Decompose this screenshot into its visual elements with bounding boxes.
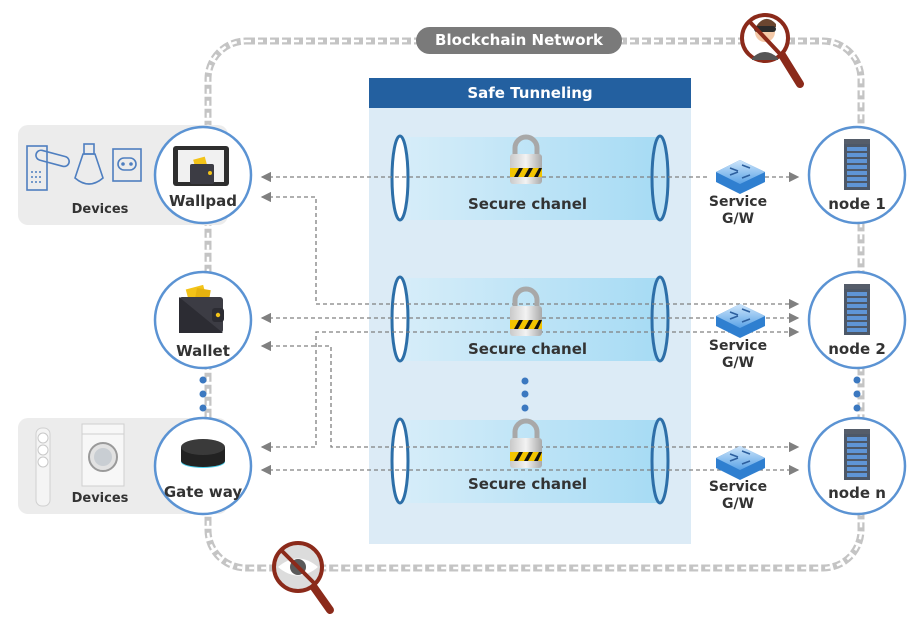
node-n-label: node n xyxy=(828,484,886,502)
service-gw-line1: Service xyxy=(708,194,768,210)
server-rack-icon xyxy=(844,284,870,335)
no-eavesdrop-icon xyxy=(272,541,334,614)
devices-label: Devices xyxy=(71,491,129,506)
smart-bulb-icon xyxy=(74,143,104,185)
node-2-label: node 2 xyxy=(828,340,886,358)
server-rack-icon xyxy=(844,139,870,190)
node-1-label: node 1 xyxy=(828,195,886,213)
safe-tunneling-header: Safe Tunneling xyxy=(369,78,691,108)
service-gw-label: Service G/W xyxy=(698,479,778,513)
no-hacker-icon xyxy=(740,13,804,88)
door-lock-icon xyxy=(26,145,70,191)
network-switch-icon xyxy=(716,304,765,338)
service-gw-label: Service G/W xyxy=(698,194,778,228)
gateway-label: Gate way xyxy=(163,483,243,501)
service-gw-label: Service G/W xyxy=(698,338,778,372)
network-switch-icon xyxy=(716,160,765,194)
service-gw-line1: Service xyxy=(708,338,768,354)
service-gw-line2: G/W xyxy=(721,211,755,227)
wallpad-label: Wallpad xyxy=(168,192,237,210)
more-clients-dots xyxy=(199,376,207,412)
network-switch-icon xyxy=(716,446,765,480)
blockchain-network-title: Blockchain Network xyxy=(416,27,622,54)
air-purifier-icon xyxy=(35,427,51,507)
service-gw-line1: Service xyxy=(708,479,768,495)
tablet-wallet-icon xyxy=(173,146,229,186)
secure-channel-label: Secure chanel xyxy=(467,475,588,493)
wallet-label: Wallet xyxy=(176,342,230,360)
lock-icon xyxy=(510,286,542,336)
wallet-icon xyxy=(179,284,224,333)
devices-label: Devices xyxy=(71,202,129,217)
server-rack-icon xyxy=(844,429,870,480)
more-channels-dots xyxy=(521,377,529,412)
lock-icon xyxy=(510,418,542,468)
secure-channel-label: Secure chanel xyxy=(467,340,588,358)
washing-machine-icon xyxy=(81,423,125,487)
service-gw-line2: G/W xyxy=(721,496,755,512)
service-gw-line2: G/W xyxy=(721,355,755,371)
more-nodes-dots xyxy=(853,376,861,412)
secure-channel-label: Secure chanel xyxy=(467,195,588,213)
gateway-hub-icon xyxy=(181,439,225,468)
lock-icon xyxy=(510,134,542,184)
smart-plug-icon xyxy=(112,148,142,182)
